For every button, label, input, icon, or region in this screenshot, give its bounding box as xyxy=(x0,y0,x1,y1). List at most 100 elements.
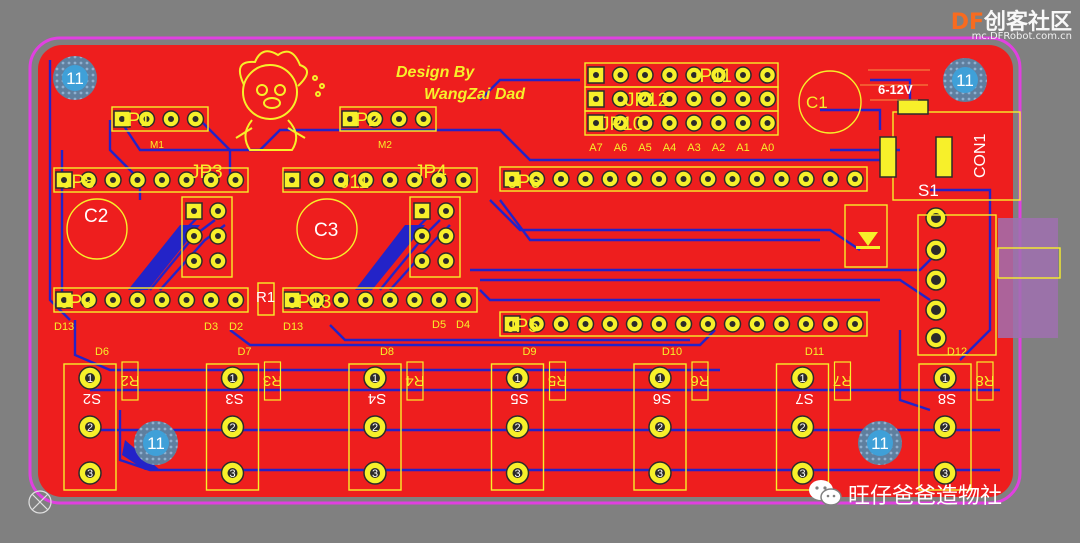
header-pad xyxy=(390,110,408,128)
resistor-label: R5 xyxy=(548,372,567,389)
led-pin-label: D6 xyxy=(95,346,109,358)
mounting-hole-label: 11 xyxy=(66,69,84,88)
header-pad xyxy=(685,90,703,108)
switch-pad xyxy=(925,207,947,229)
header-pad xyxy=(723,170,742,188)
header-pad xyxy=(226,291,245,309)
mirrored-silk xyxy=(860,69,930,101)
header-pad xyxy=(758,114,777,132)
header-pad xyxy=(79,291,98,309)
pad-number: 2 xyxy=(514,422,520,434)
pad-number: 1 xyxy=(372,373,378,385)
pad-number: 1 xyxy=(87,373,93,385)
label-con1: CON1 xyxy=(972,133,989,178)
header-pad xyxy=(153,291,171,309)
switch-label: S2 xyxy=(83,390,101,407)
header-pad xyxy=(209,227,227,245)
pad-number: 3 xyxy=(514,468,520,480)
label-d13-left: D13 xyxy=(54,321,74,333)
header-pad xyxy=(356,171,375,189)
header-pad xyxy=(454,291,473,309)
header-pad xyxy=(709,114,728,132)
label-d5: D5 xyxy=(432,319,446,331)
pad-number: 1 xyxy=(799,373,805,385)
header-pad xyxy=(685,114,703,132)
label-jp5: JP5 xyxy=(506,316,539,337)
pad-number: 2 xyxy=(942,422,948,434)
header-pad xyxy=(128,171,147,189)
header-pad xyxy=(177,291,196,309)
led-pin-label: D8 xyxy=(380,346,394,358)
pad-number: 3 xyxy=(87,468,93,480)
header-pad xyxy=(772,315,791,333)
header-pad xyxy=(797,170,815,188)
led-pin-label: D9 xyxy=(522,346,536,358)
header-pad xyxy=(734,114,752,132)
dfrobot-logo: DF创客社区 xyxy=(950,10,1072,35)
header-pad xyxy=(636,114,654,132)
analog-pin-label: A6 xyxy=(614,142,627,154)
header-pad xyxy=(846,315,864,333)
mounting-hole: 11 xyxy=(134,421,178,465)
header-pad xyxy=(185,252,203,270)
header-pad xyxy=(365,110,384,128)
header-pad xyxy=(413,202,431,220)
header-pad xyxy=(128,291,147,309)
header-pad xyxy=(430,171,448,189)
header-pad xyxy=(307,171,326,189)
header-pad xyxy=(625,170,644,188)
resistor-label: R6 xyxy=(690,372,709,389)
header-pad xyxy=(153,171,171,189)
author-label: WangZai Dad xyxy=(424,86,526,103)
header-pad xyxy=(437,227,455,245)
resistor-label: R4 xyxy=(405,372,424,389)
analog-pin-label: A0 xyxy=(761,142,774,154)
pad-number: 3 xyxy=(372,468,378,480)
header-pad xyxy=(503,170,521,188)
header-pad xyxy=(636,90,654,108)
switch-label: S4 xyxy=(368,390,386,407)
header-pad xyxy=(723,315,742,333)
pad-number: 3 xyxy=(799,468,805,480)
header-pad xyxy=(381,291,399,309)
header-pad xyxy=(527,170,546,188)
header-pad xyxy=(202,291,220,309)
header-pad xyxy=(758,66,777,84)
header-pad xyxy=(186,110,205,128)
header-pad xyxy=(674,170,693,188)
header-pad xyxy=(356,291,375,309)
pad-number: 1 xyxy=(657,373,663,385)
pad-number: 3 xyxy=(229,468,235,480)
label-m1: M1 xyxy=(150,140,164,151)
header-pad xyxy=(625,315,644,333)
header-pad xyxy=(454,171,473,189)
switch-pad xyxy=(925,299,947,321)
resistor-label: R8 xyxy=(975,372,994,389)
header-pad xyxy=(587,114,605,132)
pad-number: 1 xyxy=(514,373,520,385)
header-pad xyxy=(226,171,245,189)
analog-pin-label: A2 xyxy=(712,142,725,154)
label-c3: C3 xyxy=(314,220,338,241)
label-c1: C1 xyxy=(806,93,828,112)
pad-number: 2 xyxy=(657,422,663,434)
header-pad xyxy=(821,315,840,333)
switch-label: S8 xyxy=(938,390,956,407)
led-pin-label: D10 xyxy=(662,346,682,358)
resistor-label: R2 xyxy=(120,372,139,389)
mounting-hole: 11 xyxy=(858,421,902,465)
header-pad xyxy=(611,90,630,108)
header-pad xyxy=(709,66,728,84)
header-pad xyxy=(381,171,399,189)
led-pin-label: D11 xyxy=(805,346,824,358)
header-pad xyxy=(576,315,595,333)
header-pad xyxy=(430,291,448,309)
header-pad xyxy=(797,315,815,333)
header-pad xyxy=(699,170,717,188)
silk-outlines xyxy=(53,62,1061,356)
mascot-logo xyxy=(235,50,325,151)
